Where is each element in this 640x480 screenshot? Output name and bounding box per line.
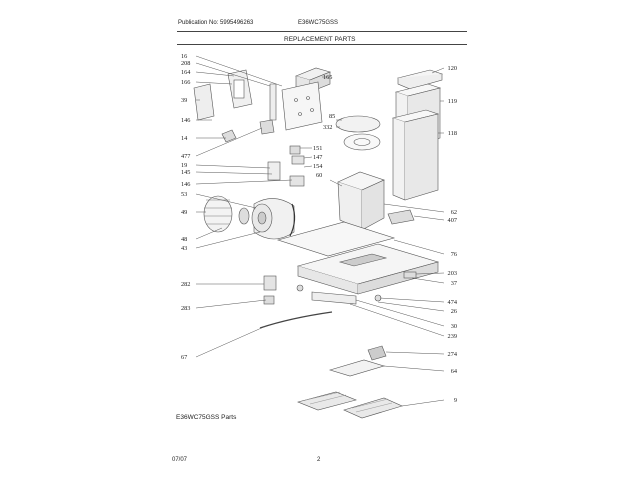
callout-119: 119	[448, 98, 457, 105]
callout-49: 49	[181, 209, 187, 216]
callout-146: 146	[181, 117, 190, 124]
bracket-407	[387, 209, 415, 225]
callout-9: 9	[454, 397, 457, 404]
motor-housing	[251, 198, 295, 240]
callout-203: 203	[448, 270, 457, 277]
transformer	[263, 275, 277, 291]
duct-pipe	[269, 83, 277, 121]
callout-118: 118	[448, 130, 457, 137]
callout-164: 164	[181, 69, 191, 76]
callout-166: 166	[181, 79, 190, 86]
callout-76: 76	[451, 251, 457, 258]
callout-282: 282	[181, 281, 190, 288]
small-switch	[221, 129, 237, 143]
callout-14: 14	[181, 135, 188, 142]
callout-208: 208	[181, 60, 190, 67]
hood-canopy	[296, 243, 440, 295]
callout-120: 120	[448, 65, 457, 72]
callout-274: 274	[448, 351, 458, 358]
callout-154: 154	[313, 163, 323, 170]
callout-16: 16	[181, 53, 187, 60]
callout-332: 332	[323, 124, 332, 131]
callout-62: 62	[451, 209, 457, 216]
model-number: E36WC75GSS	[298, 20, 339, 26]
relay-group	[267, 145, 305, 187]
callout-85: 85	[329, 113, 335, 120]
callout-239: 239	[448, 333, 457, 340]
callout-165: 165	[323, 74, 332, 81]
callout-48: 48	[181, 236, 187, 243]
callout-407: 407	[448, 217, 457, 224]
leader-lines	[195, 55, 445, 407]
callout-146: 146	[181, 181, 190, 188]
callout-283: 283	[181, 305, 190, 312]
footer-date: 07/07	[172, 457, 188, 463]
blower-wheel	[203, 195, 250, 233]
damper-assembly	[335, 115, 381, 151]
page-number: 2	[317, 457, 321, 463]
lower-chimney-cover	[391, 109, 440, 201]
callout-30: 30	[451, 323, 457, 330]
connector-block	[259, 119, 275, 135]
section-rule	[177, 44, 467, 45]
section-title: REPLACEMENT PARTS	[284, 36, 356, 43]
harness-wire	[259, 311, 333, 329]
power-cord	[289, 203, 296, 237]
callout-60: 60	[316, 172, 322, 179]
grease-filters	[297, 391, 403, 419]
callout-26: 26	[451, 308, 457, 315]
inner-callouts: 165 85 332 151 147 154 60	[313, 74, 335, 179]
wall-plate	[281, 81, 323, 131]
callout-39: 39	[181, 97, 187, 104]
callout-145: 145	[181, 169, 190, 176]
diagram-caption: E36WC75GSS Parts	[176, 414, 237, 421]
callout-477: 477	[181, 153, 190, 160]
publication-number: Publication No: 5995496263	[178, 20, 254, 26]
callout-64: 64	[451, 368, 458, 375]
callout-147: 147	[313, 154, 322, 161]
callout-37: 37	[451, 280, 457, 287]
callout-151: 151	[313, 145, 322, 152]
callout-43: 43	[181, 245, 187, 252]
light-switch	[403, 271, 417, 279]
callout-53: 53	[181, 191, 187, 198]
lamp-cover	[328, 359, 386, 377]
inner-plate	[276, 221, 396, 257]
callout-67: 67	[181, 354, 187, 361]
callout-19: 19	[181, 162, 187, 169]
header-rule	[177, 31, 467, 32]
lamp-holder	[367, 345, 387, 361]
blower-box	[337, 171, 385, 231]
callout-474: 474	[448, 299, 458, 306]
